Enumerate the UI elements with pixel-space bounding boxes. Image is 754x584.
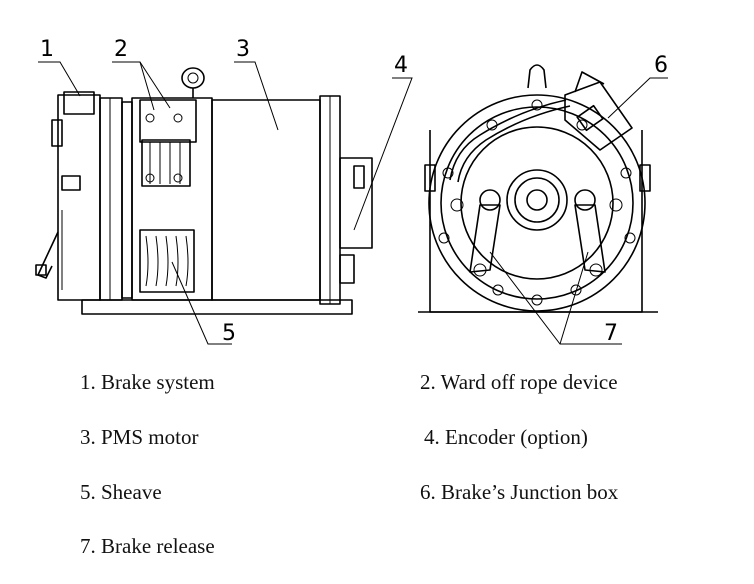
legend: 1. Brake system 2. Ward off rope device … bbox=[0, 360, 754, 584]
callout-7: 7 bbox=[604, 321, 618, 346]
callout-4: 4 bbox=[394, 53, 408, 78]
callout-6: 6 bbox=[654, 53, 668, 78]
side-view bbox=[35, 67, 373, 315]
machine-drawing: 1 2 3 4 5 6 7 bbox=[35, 37, 668, 346]
callout-numbers: 1 2 3 4 5 6 7 bbox=[40, 37, 668, 346]
legend-item-brake-system: 1. Brake system bbox=[80, 370, 215, 394]
legend-item-brake-release: 7. Brake release bbox=[80, 534, 215, 558]
front-view bbox=[418, 64, 658, 313]
legend-item-ward-off-rope-device: 2. Ward off rope device bbox=[420, 370, 618, 394]
callout-1: 1 bbox=[40, 37, 54, 62]
callout-5: 5 bbox=[222, 321, 236, 346]
legend-item-junction-box: 6. Brake’s Junction box bbox=[420, 480, 619, 504]
callout-3: 3 bbox=[236, 37, 250, 62]
legend-item-sheave: 5. Sheave bbox=[80, 480, 162, 504]
leader-lines bbox=[38, 61, 668, 345]
callout-2: 2 bbox=[114, 37, 128, 62]
legend-item-encoder: 4. Encoder (option) bbox=[424, 425, 588, 449]
legend-item-pms-motor: 3. PMS motor bbox=[80, 425, 199, 449]
